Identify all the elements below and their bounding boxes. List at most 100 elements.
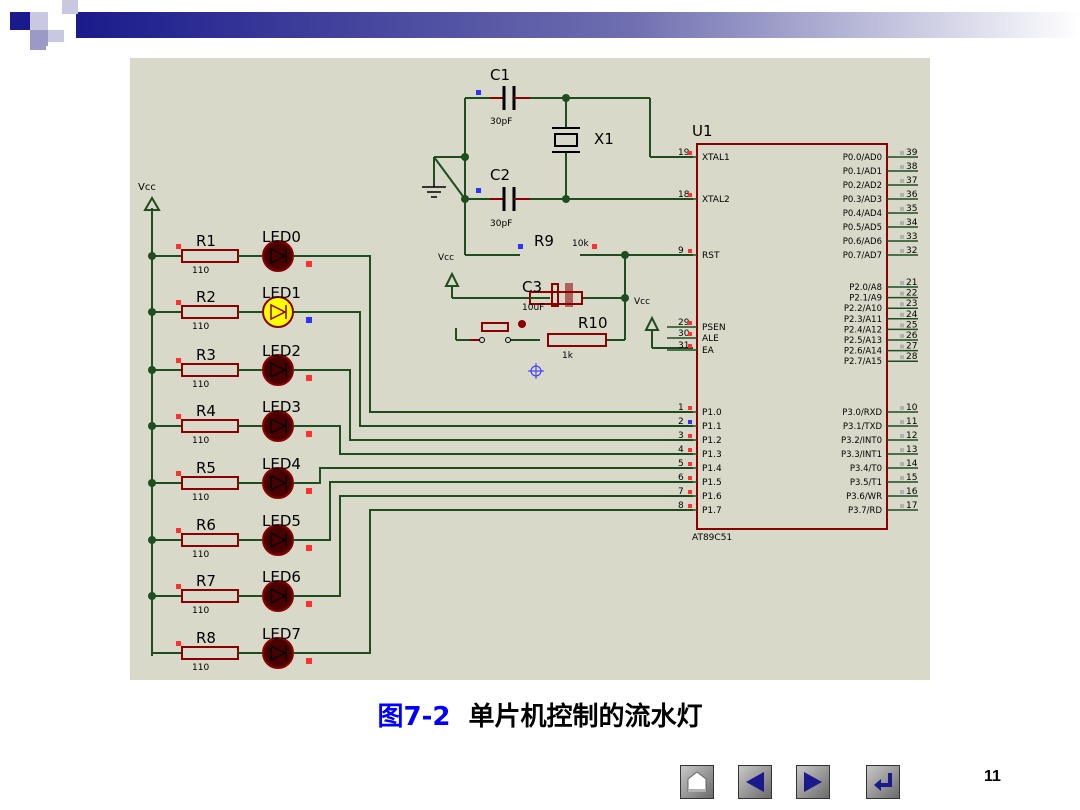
- led-label: LED7: [262, 625, 301, 643]
- pin-name: ALE: [702, 334, 719, 344]
- pin-number: 22: [906, 289, 917, 299]
- pin-name: P0.4/AD4: [843, 209, 882, 219]
- pin-number: 33: [906, 232, 917, 242]
- vcc-symbol-ea: Vcc: [634, 297, 660, 331]
- prev-button[interactable]: [738, 765, 772, 799]
- pin-name: P1.2: [702, 436, 722, 446]
- pin-number: 3: [678, 431, 684, 441]
- figure-title: 单片机控制的流水灯: [468, 702, 703, 732]
- triangle-left-icon: [746, 772, 764, 792]
- pin-number: 25: [906, 320, 917, 330]
- pin-name: P3.7/RD: [848, 506, 882, 516]
- pin-name: P1.3: [702, 450, 722, 460]
- schematic-diagram: Vcc C1 30pF C2 30pF X1 R9 10k: [130, 58, 930, 680]
- pin-name: RST: [702, 251, 720, 261]
- svg-text:10k: 10k: [572, 239, 589, 249]
- pin-name: P2.6/A14: [844, 347, 882, 357]
- pin-name: P3.1/TXD: [843, 422, 883, 432]
- pin-number: 34: [906, 218, 918, 228]
- resistor-label: R7: [196, 572, 216, 590]
- pin-number: 30: [678, 329, 690, 339]
- resistor-body: [181, 305, 239, 319]
- pin-number: 17: [906, 501, 917, 511]
- pin-name: P3.0/RXD: [842, 408, 882, 418]
- svg-text:C1: C1: [490, 66, 510, 84]
- pin-name: XTAL2: [702, 195, 730, 205]
- pin-number: 14: [906, 459, 918, 469]
- pin-number: 12: [906, 431, 917, 441]
- pin-name: P3.5/T1: [850, 478, 882, 488]
- resistor-value: 110: [192, 322, 209, 332]
- resistor-body: [181, 533, 239, 547]
- pin-number: 23: [906, 299, 917, 309]
- pin-name: P0.2/AD2: [843, 181, 882, 191]
- pin-number: 27: [906, 342, 917, 352]
- crosshair-icon: [528, 363, 544, 379]
- ic-pin: P2.4/A12 25: [844, 320, 918, 335]
- led-label: LED1: [262, 284, 301, 302]
- pin-number: 18: [678, 190, 690, 200]
- pin-name: P0.3/AD3: [843, 195, 882, 205]
- home-button[interactable]: [680, 765, 714, 799]
- pin-name: XTAL1: [702, 153, 730, 163]
- pin-name: PSEN: [702, 323, 726, 333]
- svg-text:30pF: 30pF: [490, 219, 512, 229]
- ic-pin: P2.6/A14 27: [844, 342, 918, 357]
- svg-text:1k: 1k: [562, 351, 574, 361]
- resistor-body: [181, 646, 239, 660]
- resistor-body: [181, 249, 239, 263]
- resistor-body: [181, 476, 239, 490]
- pin-name: P3.6/WR: [846, 492, 882, 502]
- resistor-body: [181, 363, 239, 377]
- return-button[interactable]: [866, 765, 900, 799]
- resistor-body: [181, 589, 239, 603]
- led-resistor-rows: R1110LED0R2110LED1R3110LED2R4110LED3R511…: [152, 228, 312, 673]
- pin-name: P1.7: [702, 506, 722, 516]
- resistor-label: R4: [196, 402, 216, 420]
- next-button[interactable]: [796, 765, 830, 799]
- ic-pin: P0.6/AD6 33: [843, 232, 918, 247]
- svg-text:X1: X1: [594, 130, 614, 148]
- pin-name: P3.3/INT1: [841, 450, 882, 460]
- pin-name: P2.2/A10: [844, 304, 882, 314]
- pin-name: P3.4/T0: [850, 464, 882, 474]
- pin-name: P0.6/AD6: [843, 237, 882, 247]
- pin-name: P2.4/A12: [844, 325, 882, 335]
- svg-text:10uF: 10uF: [522, 303, 544, 313]
- svg-text:AT89C51: AT89C51: [692, 533, 732, 543]
- vcc-symbol: Vcc: [138, 182, 161, 211]
- resistor-r10: R10 1k: [547, 314, 608, 361]
- ic-pin: P2.2/A10 23: [844, 299, 918, 314]
- led-label: LED6: [262, 568, 301, 586]
- pin-number: 1: [678, 403, 684, 413]
- resistor-value: 110: [192, 380, 209, 390]
- pin-name: P2.7/A15: [844, 357, 882, 367]
- pin-number: 8: [678, 501, 684, 511]
- ic-at89c51: U1 AT89C51: [692, 122, 888, 543]
- pin-number: 29: [678, 318, 690, 328]
- pin-number: 21: [906, 278, 917, 288]
- svg-text:U1: U1: [692, 122, 713, 140]
- crystal-x1: X1: [552, 127, 614, 153]
- resistor-value: 110: [192, 550, 209, 560]
- svg-text:Vcc: Vcc: [634, 297, 650, 307]
- pin-name: P2.3/A11: [844, 315, 882, 325]
- resistor-value: 110: [192, 663, 209, 673]
